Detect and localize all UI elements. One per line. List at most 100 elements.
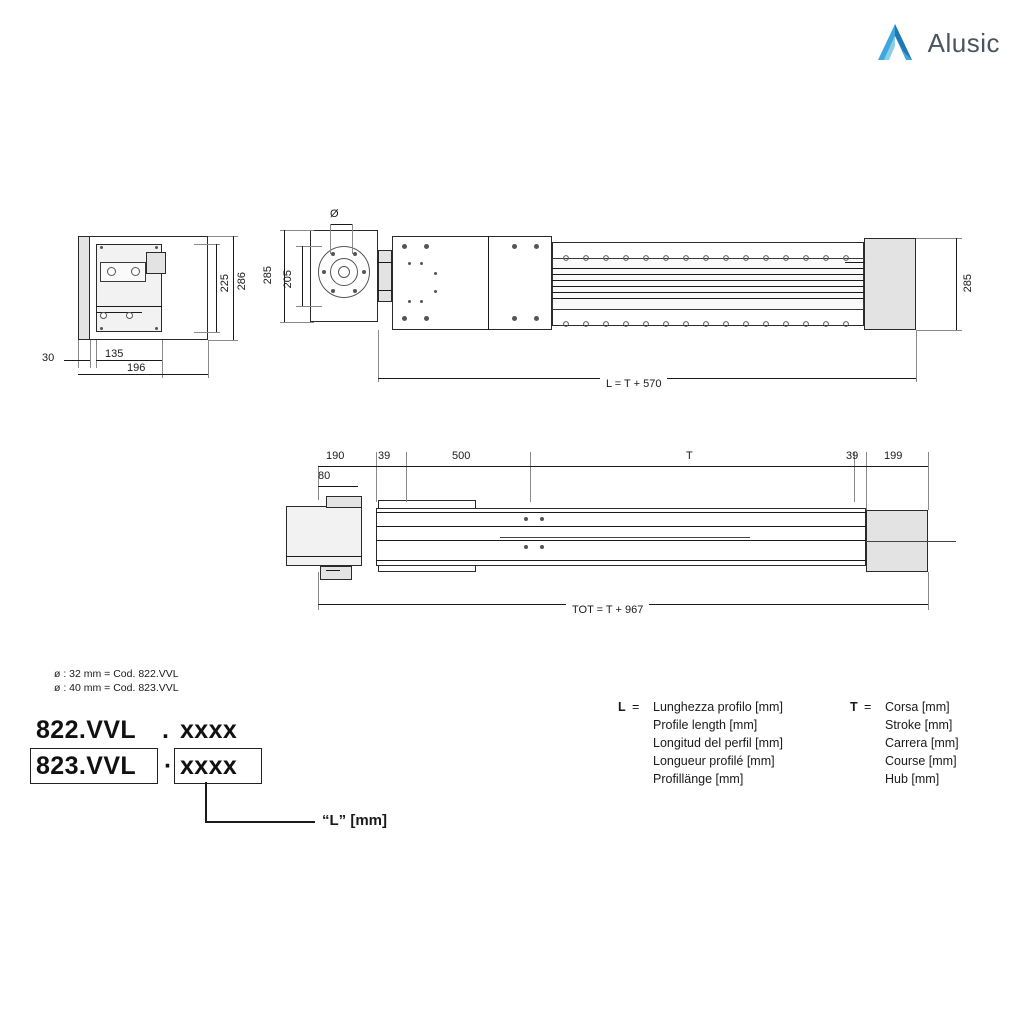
end-view-dot bbox=[100, 246, 103, 249]
code-822: 822.VVL bbox=[36, 716, 137, 744]
dim-line-285 bbox=[284, 230, 285, 322]
code-box-823 bbox=[30, 748, 158, 784]
ext-line bbox=[78, 340, 79, 368]
detail-line bbox=[326, 570, 340, 571]
legend-T-line-5: Hub [mm] bbox=[885, 772, 940, 786]
ext-line bbox=[378, 330, 379, 382]
bolt-dot bbox=[424, 316, 429, 321]
legend-T-line-2: Stroke [mm] bbox=[885, 718, 953, 732]
bolt-row-top bbox=[560, 248, 860, 261]
dim-L-formula: L = T + 570 bbox=[600, 378, 668, 390]
end-view-dot bbox=[100, 327, 103, 330]
bolt-dot bbox=[353, 252, 357, 256]
side-view-motor-foot bbox=[320, 566, 352, 580]
dim-line-diameter bbox=[330, 224, 352, 225]
detail-line bbox=[488, 236, 489, 330]
dim-line-80 bbox=[318, 486, 358, 487]
bolt-dot bbox=[408, 300, 411, 303]
ext-line bbox=[928, 572, 929, 610]
ext-line bbox=[280, 322, 314, 323]
dim-39-right: 39 bbox=[846, 450, 859, 462]
dim-285-left: 285 bbox=[262, 266, 274, 285]
detail-line bbox=[378, 290, 392, 291]
ext-line bbox=[376, 452, 377, 502]
legend-T-line-3: Carrera [mm] bbox=[885, 736, 959, 750]
ext-line bbox=[330, 224, 331, 254]
bolt-dot bbox=[402, 316, 407, 321]
code-callout-L: “L” [mm] bbox=[322, 812, 387, 829]
end-view-mount-plate bbox=[78, 236, 90, 340]
bolt-dot bbox=[534, 316, 539, 321]
ext-line bbox=[406, 452, 407, 502]
profile-line bbox=[552, 268, 864, 269]
arrow-line bbox=[845, 262, 865, 263]
dim-line-39-left bbox=[376, 466, 406, 467]
dim-TOT-formula: TOT = T + 967 bbox=[566, 604, 650, 616]
code-note-2: ø : 40 mm = Cod. 823.VVL bbox=[54, 682, 179, 694]
dim-line-190 bbox=[318, 466, 376, 467]
ext-line bbox=[916, 330, 962, 331]
bolt-dot bbox=[331, 289, 335, 293]
bolt-dot bbox=[424, 244, 429, 249]
detail-line bbox=[286, 556, 362, 557]
legend-equals-T: = bbox=[864, 700, 872, 714]
legend-symbol-L: L bbox=[618, 700, 626, 714]
profile-line bbox=[552, 286, 864, 287]
alusic-a-logo-icon bbox=[872, 20, 918, 66]
side-view-motor-cap bbox=[326, 496, 362, 508]
code-var-a: xxxx bbox=[180, 716, 238, 744]
bolt-dot bbox=[322, 270, 326, 274]
top-view-end-block bbox=[864, 238, 916, 330]
bolt-dot bbox=[362, 270, 366, 274]
bolt-dot bbox=[420, 300, 423, 303]
end-view-line bbox=[96, 306, 162, 307]
legend-T-line-4: Course [mm] bbox=[885, 754, 957, 768]
top-view-carriage bbox=[392, 236, 552, 330]
profile-line bbox=[552, 280, 864, 281]
ext-line bbox=[208, 340, 238, 341]
ext-line bbox=[318, 466, 319, 500]
ext-line bbox=[194, 244, 220, 245]
ext-line bbox=[208, 236, 238, 237]
bolt-dot bbox=[420, 262, 423, 265]
ext-line bbox=[352, 224, 353, 254]
bolt-dot bbox=[540, 545, 544, 549]
bolt-dot bbox=[524, 517, 528, 521]
dim-line-500 bbox=[406, 466, 530, 467]
ext-line bbox=[866, 452, 867, 510]
ext-line bbox=[96, 340, 97, 368]
dim-diameter: Ø bbox=[330, 208, 339, 220]
bolt-dot bbox=[512, 244, 517, 249]
leader-line-vertical bbox=[205, 782, 207, 822]
detail-line bbox=[378, 262, 392, 263]
dim-line-199 bbox=[866, 466, 928, 467]
dim-500: 500 bbox=[452, 450, 471, 462]
dim-135: 135 bbox=[105, 348, 124, 360]
center-line bbox=[500, 537, 750, 538]
code-var-b: xxxx bbox=[180, 752, 238, 780]
ext-line bbox=[296, 306, 322, 307]
dim-285-right: 285 bbox=[962, 274, 974, 293]
dim-T: T bbox=[686, 450, 693, 462]
dim-line-285-right bbox=[956, 238, 957, 330]
ext-line bbox=[162, 340, 163, 378]
bolt-dot bbox=[534, 244, 539, 249]
center-line bbox=[866, 541, 956, 542]
end-view-hole bbox=[107, 267, 116, 276]
ext-line bbox=[928, 452, 929, 510]
leader-line-horizontal bbox=[205, 821, 315, 823]
ext-line bbox=[90, 340, 91, 368]
top-view-shaft-circle bbox=[338, 266, 350, 278]
ext-line bbox=[530, 452, 531, 502]
dim-286: 286 bbox=[236, 272, 248, 291]
dim-line-T bbox=[530, 466, 854, 467]
brand-logo: Alusic bbox=[872, 20, 1000, 66]
bolt-dot bbox=[331, 252, 335, 256]
end-view-hole bbox=[131, 267, 140, 276]
dim-225: 225 bbox=[219, 274, 231, 293]
bolt-dot bbox=[524, 545, 528, 549]
dim-199: 199 bbox=[884, 450, 903, 462]
legend-L-line-1: Lunghezza profilo [mm] bbox=[653, 700, 783, 714]
top-view-coupling bbox=[378, 250, 392, 302]
ext-line bbox=[916, 330, 917, 382]
